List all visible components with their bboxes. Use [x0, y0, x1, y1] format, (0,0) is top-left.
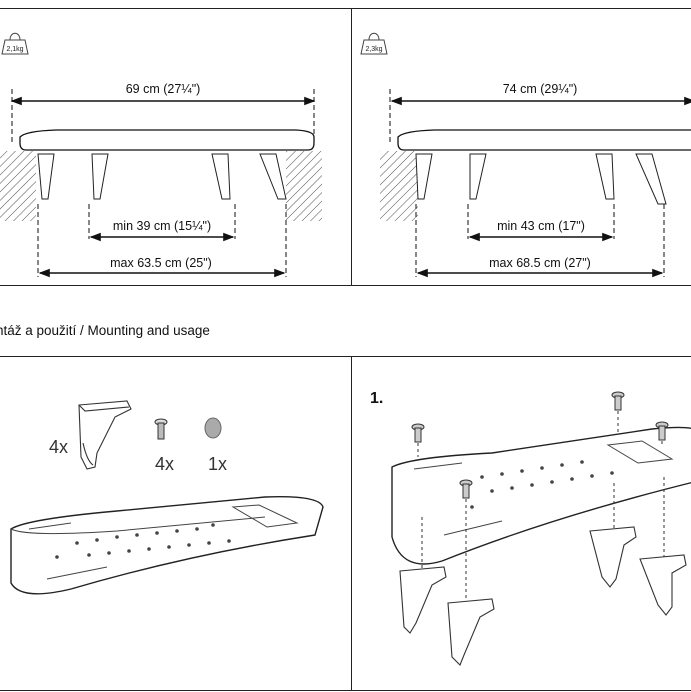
- min-label: min 39 cm (15¼"): [113, 219, 211, 233]
- parts-drawing: 4x 4x 1x: [10, 400, 324, 595]
- tub-wall-right: [286, 151, 322, 221]
- screw-icon: [411, 391, 669, 499]
- seat-board-illustration: [391, 426, 691, 565]
- weight-icon: 2,3kg: [360, 32, 388, 55]
- dimension-panel-large: 2,3kg 74 cm (29¼") min 43 cm (17") max 6…: [351, 8, 691, 286]
- seat-board: [19, 129, 315, 151]
- max-label: max 63.5 cm (25"): [110, 256, 212, 270]
- bracket-illustration: [399, 526, 687, 666]
- step-1-panel: 1.: [351, 356, 691, 691]
- bracket-illustration: [78, 400, 132, 470]
- screw-quantity: 4x: [155, 454, 174, 474]
- step-number: 1.: [370, 390, 383, 407]
- seat-legs: [37, 153, 287, 200]
- weight-icon: 2,1kg: [1, 32, 29, 55]
- max-label: max 68.5 cm (27"): [489, 256, 591, 270]
- parts-panel: 4x 4x 1x: [0, 356, 353, 691]
- tub-wall-left: [380, 151, 418, 221]
- tub-wall-left: [0, 151, 36, 221]
- step-1-drawing: 1.: [370, 390, 691, 666]
- screw-icon: [154, 418, 168, 440]
- min-label: min 43 cm (17"): [497, 219, 585, 233]
- dimension-drawing-small: 2,1kg 69 cm (27¼") min 39 cm (15¼") max …: [0, 32, 322, 278]
- dimension-drawing-large: 2,3kg 74 cm (29¼") min 43 cm (17") max 6…: [360, 32, 691, 278]
- length-label: 74 cm (29¼"): [503, 82, 578, 96]
- dimension-panel-small: 2,1kg 69 cm (27¼") min 39 cm (15¼") max …: [0, 8, 353, 286]
- weight-label: 2,1kg: [6, 46, 23, 53]
- length-label: 69 cm (27¼"): [126, 82, 201, 96]
- weight-label: 2,3kg: [365, 46, 382, 53]
- section-title: ntáž a použití / Mounting and usage: [0, 323, 210, 338]
- seat-board-illustration: [10, 496, 324, 595]
- seat-legs: [415, 153, 667, 205]
- pad-icon: [204, 417, 222, 439]
- pad-quantity: 1x: [208, 454, 227, 474]
- seat-board: [397, 129, 691, 151]
- bracket-quantity: 4x: [49, 437, 68, 457]
